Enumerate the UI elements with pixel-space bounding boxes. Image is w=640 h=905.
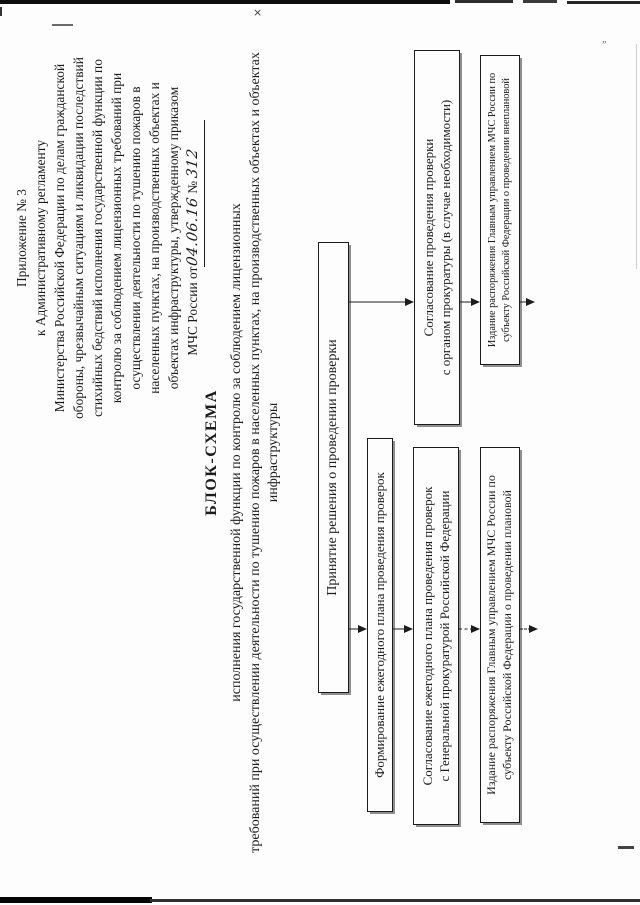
arrowhead-down-icon xyxy=(358,625,367,634)
approval-prefix: МЧС России от xyxy=(185,266,200,356)
arrow-decision-to-prosecutor-approval xyxy=(349,297,414,308)
approval-filled-blank: 04.06.16 № 312 xyxy=(183,120,205,267)
scan-faint-edge-line xyxy=(636,44,637,269)
appendix-header: Приложение № 3 к Административному регла… xyxy=(12,12,205,464)
document-subtitle: исполнения государственной функции по ко… xyxy=(228,0,284,905)
arrow-prosecutor-approval-to-order-unplanned xyxy=(460,297,480,308)
arrow-annual-plan-to-plan-approval xyxy=(393,624,413,635)
flow-box-annual-plan: Формирование ежегодного плана проведения… xyxy=(367,438,393,812)
flow-box-order-unplanned: Издание распоряжения Главным управлением… xyxy=(480,55,520,365)
scan-dash-mark xyxy=(618,846,634,849)
scan-edge-bar-top xyxy=(0,0,450,4)
header-line: обороны, чрезвычайным ситуациям и ликвид… xyxy=(71,57,86,419)
flow-box-text: субъекту Российской Федерации о проведен… xyxy=(500,490,514,780)
flow-box-text: Принятие решения о проведении проверки xyxy=(325,339,341,596)
scan-x-mark: × xyxy=(253,6,263,19)
scan-edge-bar-top-segment xyxy=(567,1,640,4)
header-line: объектах инфраструктуры, утвержденному п… xyxy=(166,86,181,390)
flow-box-text: Издание распоряжения Главным управлением… xyxy=(487,72,499,348)
flow-box-text: с Генеральной прокуратурой Российской Фе… xyxy=(437,490,452,782)
flow-box-plan-approval: Согласование ежегодного плана проведения… xyxy=(413,447,459,825)
scan-edge-bar-bottom xyxy=(0,897,152,903)
arrowhead-down-icon xyxy=(529,625,538,634)
flow-box-text: субъекту Российской Федерации о проведен… xyxy=(501,78,512,342)
flow-box-decision: Принятие решения о проведении проверки xyxy=(318,242,349,693)
flow-box-text: Формирование ежегодного плана проведения… xyxy=(372,472,388,778)
header-line: контролю за соблюдением лицензионных тре… xyxy=(109,72,124,404)
arrow-order-unplanned-continuation xyxy=(520,297,535,308)
subtitle-line: исполнения государственной функции по ко… xyxy=(229,203,244,702)
approval-number-handwritten: 312 xyxy=(185,147,201,179)
arrow-plan-approval-to-order-planned xyxy=(459,624,480,635)
arrowhead-down-icon xyxy=(405,298,414,307)
arrow-decision-to-annual-plan xyxy=(349,624,367,635)
arrow-order-planned-continuation xyxy=(520,624,538,635)
approval-line: МЧС России от04.06.16 № 312 xyxy=(183,12,205,464)
scan-edge-bar-top-segment xyxy=(523,0,557,3)
arrowhead-down-icon xyxy=(404,625,413,634)
flow-box-text: с органом прокуратуры (в случае необходи… xyxy=(438,99,453,376)
flow-box-prosecutor-approval: Согласование проведения проверки с орган… xyxy=(414,50,460,425)
scan-edge-bar-bottom-segment xyxy=(150,899,640,902)
scan-quote-mark: „ xyxy=(602,34,608,45)
document-title: БЛОК-СХЕМА xyxy=(203,389,220,516)
header-line: стихийных бедствий исполнения государств… xyxy=(90,59,105,417)
arrowhead-down-icon xyxy=(471,298,480,307)
arrowhead-down-icon xyxy=(471,625,480,634)
arrowhead-down-icon xyxy=(526,298,535,307)
approval-date-handwritten: 04.06.16 xyxy=(185,195,201,267)
subtitle-line: инфраструктуры xyxy=(266,402,281,503)
flow-box-text: Согласование проведения проверки xyxy=(420,138,436,337)
scan-smudge xyxy=(52,24,73,26)
header-line: Министерства Российской Федерации по дел… xyxy=(52,63,67,413)
header-line: населенных пунктах, на производственных … xyxy=(147,82,162,394)
subtitle-line: требований при осуществлении деятельност… xyxy=(247,52,263,853)
numero-sign: № xyxy=(185,180,200,194)
header-line: осуществлении деятельности по тушению по… xyxy=(128,86,143,390)
scan-edge-bar-top-segment xyxy=(455,0,513,3)
flow-box-text: Согласование ежегодного плана проведения… xyxy=(419,486,435,786)
connector-line xyxy=(349,302,407,303)
scan-tick-mark xyxy=(0,7,2,16)
header-line: Приложение № 3 xyxy=(14,188,29,288)
flow-box-order-planned: Издание распоряжения Главным управлением… xyxy=(480,447,520,823)
flow-box-text: Издание распоряжения Главным управлением… xyxy=(484,475,499,795)
header-line: к Административному регламенту xyxy=(33,139,48,337)
